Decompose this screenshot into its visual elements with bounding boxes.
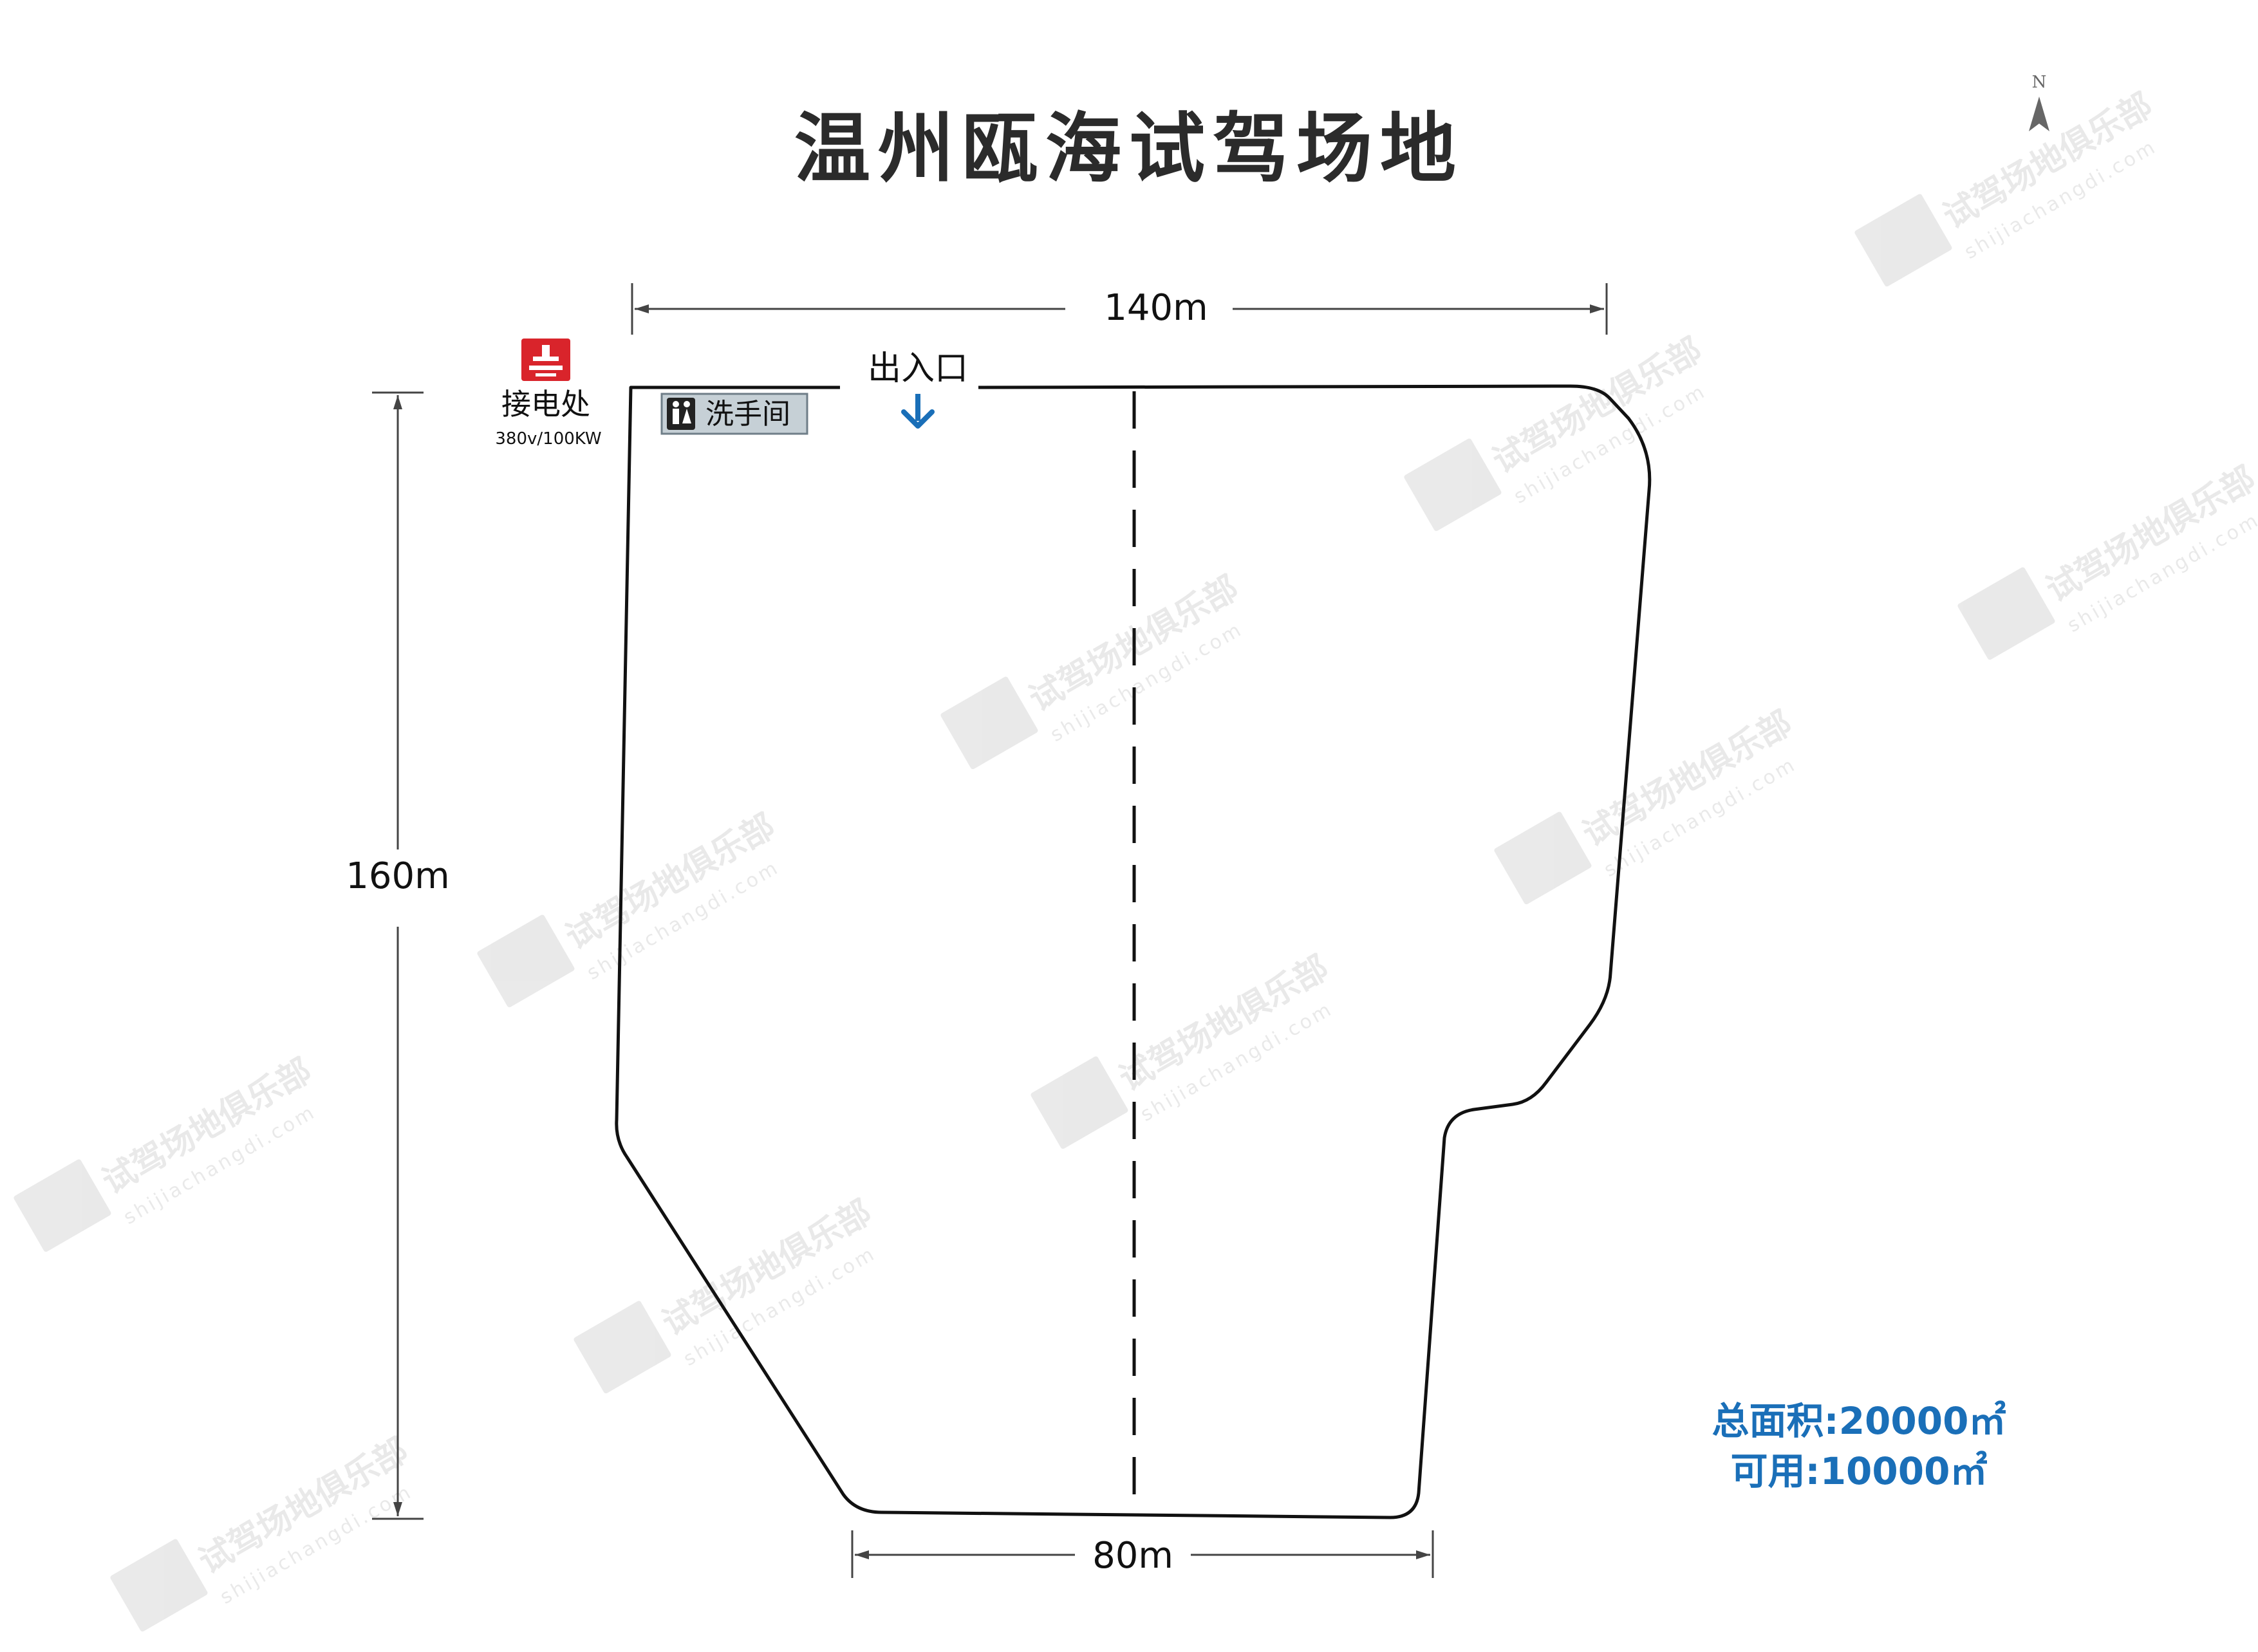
restroom-label: 洗手间	[705, 398, 790, 431]
page-title: 温州瓯海试驾场地	[794, 104, 1464, 193]
restroom-icon	[667, 398, 695, 430]
dimension-left-label: 160m	[346, 855, 449, 897]
usable-area: 可用:10000㎡	[1731, 1449, 1988, 1493]
dimension-top	[631, 283, 1608, 335]
restroom-sign: 洗手间	[660, 393, 808, 435]
power-spec: 380v/100KW	[495, 429, 601, 449]
dimension-top-label: 140m	[1104, 287, 1208, 329]
dimension-left	[372, 391, 424, 1520]
arrow-down-icon	[901, 394, 935, 429]
total-area: 总面积:20000㎡	[1712, 1399, 2006, 1443]
north-compass-icon: N	[2029, 73, 2049, 131]
power-label: 接电处	[501, 387, 590, 422]
power-outlet-icon	[521, 339, 570, 381]
entrance-label: 出入口	[868, 349, 968, 388]
dimension-bottom-label: 80m	[1092, 1535, 1173, 1577]
compass-label: N	[2032, 73, 2047, 92]
site-map: 温州瓯海试驾场地 N 140m 160m 80m	[346, 73, 2049, 1578]
site-outline	[615, 384, 1652, 1519]
dimension-bottom	[851, 1530, 1434, 1578]
